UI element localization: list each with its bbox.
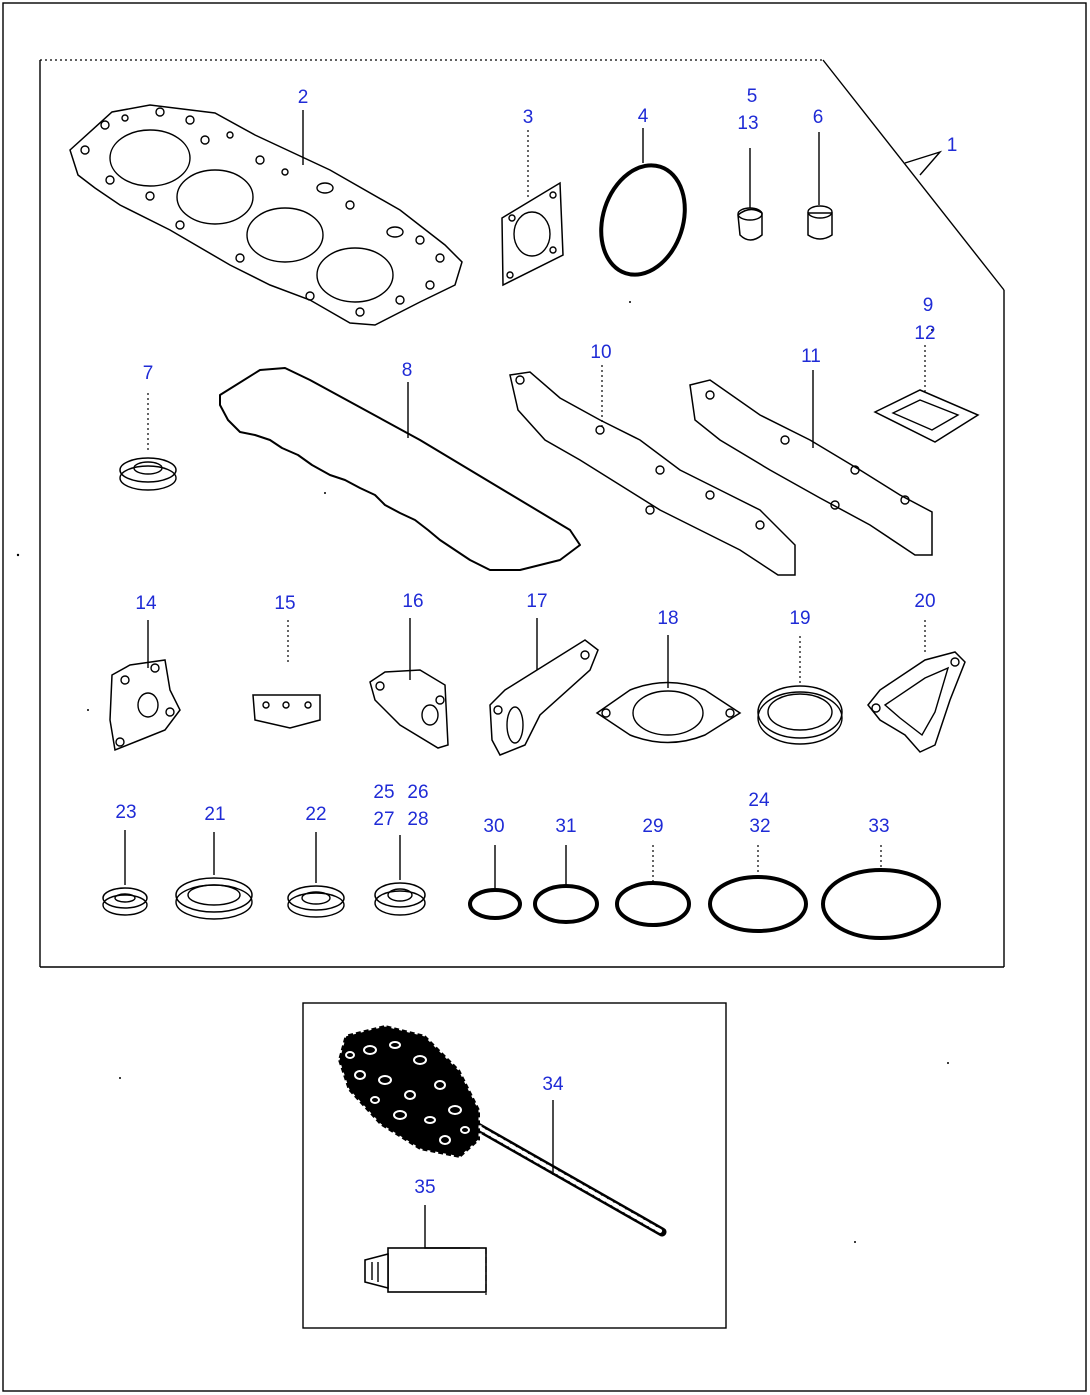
part-30-o-ring bbox=[468, 888, 522, 920]
part-16-gasket bbox=[369, 669, 449, 749]
part-19-seal bbox=[757, 685, 843, 745]
leader-35 bbox=[424, 1205, 470, 1249]
part-18-gasket bbox=[595, 681, 742, 744]
callout-18: 18 bbox=[657, 608, 679, 629]
callout-14: 14 bbox=[135, 593, 157, 614]
callout-1: 1 bbox=[946, 135, 958, 156]
callout-32: 32 bbox=[749, 816, 771, 837]
part-29-o-ring bbox=[615, 881, 691, 927]
part-4-o-ring bbox=[599, 163, 687, 277]
callout-34: 34 bbox=[542, 1074, 564, 1095]
callout-35: 35 bbox=[414, 1177, 436, 1198]
callout-4: 4 bbox=[637, 106, 649, 127]
callout-15: 15 bbox=[274, 593, 296, 614]
callout-10: 10 bbox=[590, 342, 612, 363]
callout-7: 7 bbox=[142, 363, 154, 384]
callout-17: 17 bbox=[526, 591, 548, 612]
part-8-cover-gasket bbox=[219, 367, 581, 571]
part-34-hone-brush bbox=[336, 1023, 667, 1237]
callout-27: 27 bbox=[373, 809, 395, 830]
part-33-o-ring bbox=[821, 868, 941, 940]
callout-12: 12 bbox=[914, 323, 936, 344]
tool-frame bbox=[302, 1002, 727, 1329]
part-31-o-ring bbox=[533, 884, 599, 924]
callout-31: 31 bbox=[555, 816, 577, 837]
callout-13: 13 bbox=[737, 113, 759, 134]
callout-24: 24 bbox=[748, 790, 770, 811]
part-17-gasket bbox=[489, 639, 599, 756]
callout-26: 26 bbox=[407, 782, 429, 803]
callout-6: 6 bbox=[812, 107, 824, 128]
part-6-seal bbox=[807, 205, 833, 240]
part-2-head-gasket bbox=[69, 104, 463, 326]
callout-2: 2 bbox=[297, 87, 309, 108]
part-7-seal bbox=[119, 457, 177, 491]
part-11-manifold-gasket bbox=[689, 379, 933, 556]
part-22-washer bbox=[287, 885, 345, 918]
callout-23: 23 bbox=[115, 802, 137, 823]
callout-20: 20 bbox=[914, 591, 936, 612]
part-5-seal bbox=[737, 207, 763, 241]
callout-5: 5 bbox=[746, 86, 758, 107]
kit-frame bbox=[39, 59, 1005, 968]
callout-30: 30 bbox=[483, 816, 505, 837]
callout-19: 19 bbox=[789, 608, 811, 629]
part-20-gasket bbox=[867, 651, 966, 753]
part-3-gasket bbox=[501, 181, 564, 287]
callout-3: 3 bbox=[522, 107, 534, 128]
part-15-gasket bbox=[252, 694, 321, 729]
callout-28: 28 bbox=[407, 809, 429, 830]
part-10-manifold-gasket bbox=[509, 371, 796, 576]
callout-11: 11 bbox=[801, 346, 821, 367]
part-35-adapter bbox=[364, 1247, 487, 1295]
part-9-gasket bbox=[873, 389, 980, 443]
part-25-washer bbox=[374, 882, 426, 916]
part-24-o-ring bbox=[708, 875, 808, 933]
callout-16: 16 bbox=[402, 591, 424, 612]
callout-25: 25 bbox=[373, 782, 395, 803]
callout-29: 29 bbox=[642, 816, 664, 837]
callout-22: 22 bbox=[305, 804, 327, 825]
part-14-gasket bbox=[109, 659, 181, 752]
callout-21: 21 bbox=[204, 804, 226, 825]
part-23-washer bbox=[102, 887, 148, 916]
callout-9: 9 bbox=[922, 295, 934, 316]
scan-specks bbox=[16, 301, 949, 1243]
leader-1 bbox=[904, 150, 943, 176]
part-21-washer bbox=[175, 877, 253, 920]
callout-8: 8 bbox=[401, 360, 413, 381]
callout-33: 33 bbox=[868, 816, 890, 837]
